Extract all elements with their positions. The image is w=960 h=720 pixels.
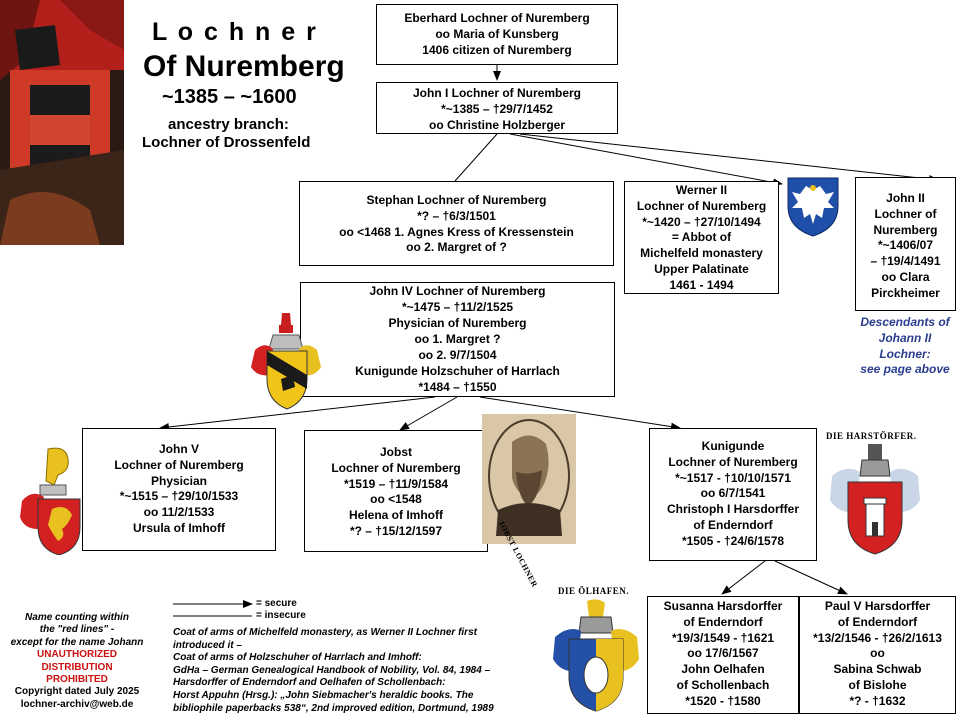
olhafen-crest-icon <box>551 597 641 713</box>
john-v-lion-crest-icon <box>18 445 94 556</box>
line-john4-kunigunde <box>479 396 681 431</box>
olhafen-label: DIE ÖLHAFEN. <box>558 586 630 596</box>
person-stephan: Stephan Lochner of Nuremberg *? – †6/3/1… <box>299 181 614 266</box>
line-kunigunde-susanna <box>721 560 766 595</box>
person-susanna: Susanna Harsdorffer of Enderndorf *19/3/… <box>647 596 799 714</box>
person-john-i: John I Lochner of Nuremberg *~1385 – †29… <box>376 82 618 134</box>
legend-secure-label: = secure <box>256 598 297 609</box>
warning-line-3: PROHIBITED <box>46 674 108 686</box>
person-john-iv: John IV Lochner of Nuremberg *~1475 – †1… <box>300 282 615 397</box>
descendants-note: Descendants of Johann II Lochner: see pa… <box>860 315 950 377</box>
jobst-portrait-image <box>482 414 576 544</box>
harstorfer-label: DIE HARSTÖRFER. <box>826 431 917 441</box>
name-counting-note: Name counting within the "red lines" - e… <box>4 612 150 711</box>
person-john-v: John V Lochner of Nuremberg Physician *~… <box>82 428 276 551</box>
holzschuher-crest-icon <box>245 305 327 410</box>
line-john1-john2 <box>519 133 939 183</box>
person-kunigunde: Kunigunde Lochner of Nuremberg *~1517 - … <box>649 428 817 561</box>
warning-line-1: UNAUTHORIZED <box>37 649 117 661</box>
harstorfer-crest-icon <box>826 442 924 556</box>
title-lochner: L o c h n e r <box>152 18 318 46</box>
branch-line-1: ancestry branch: <box>168 116 289 133</box>
line-kunigunde-paul <box>774 560 848 595</box>
person-john-ii: John II Lochner of Nuremberg *~1406/07 –… <box>855 177 956 311</box>
title-years: ~1385 – ~1600 <box>162 86 297 108</box>
portrait-painting <box>0 0 124 245</box>
michelfeld-crest-icon <box>780 172 846 238</box>
warning-line-2: DISTRIBUTION <box>41 661 113 673</box>
person-jobst: Jobst Lochner of Nuremberg *1519 – †11/9… <box>304 430 488 552</box>
line-john1-stephan <box>454 133 498 182</box>
sources-note: Coat of arms of Michelfeld monastery, as… <box>173 627 494 714</box>
person-eberhard: Eberhard Lochner of Nuremberg oo Maria o… <box>376 4 618 65</box>
line-john4-john5 <box>159 396 436 431</box>
person-paul-v: Paul V Harsdorffer of Enderndorf *13/2/1… <box>799 596 956 714</box>
line-john4-jobst <box>399 396 458 431</box>
contact-email: lochner-archiv@web.de <box>20 698 134 710</box>
line-john1-werner <box>509 133 783 187</box>
legend-insecure-label: = insecure <box>256 610 306 621</box>
person-werner-ii: Werner II Lochner of Nuremberg *~1420 – … <box>624 181 779 294</box>
branch-line-2: Lochner of Drossenfeld <box>142 134 311 151</box>
title-of-nuremberg: Of Nuremberg <box>143 50 345 83</box>
copyright: Copyright dated July 2025 <box>14 686 140 698</box>
